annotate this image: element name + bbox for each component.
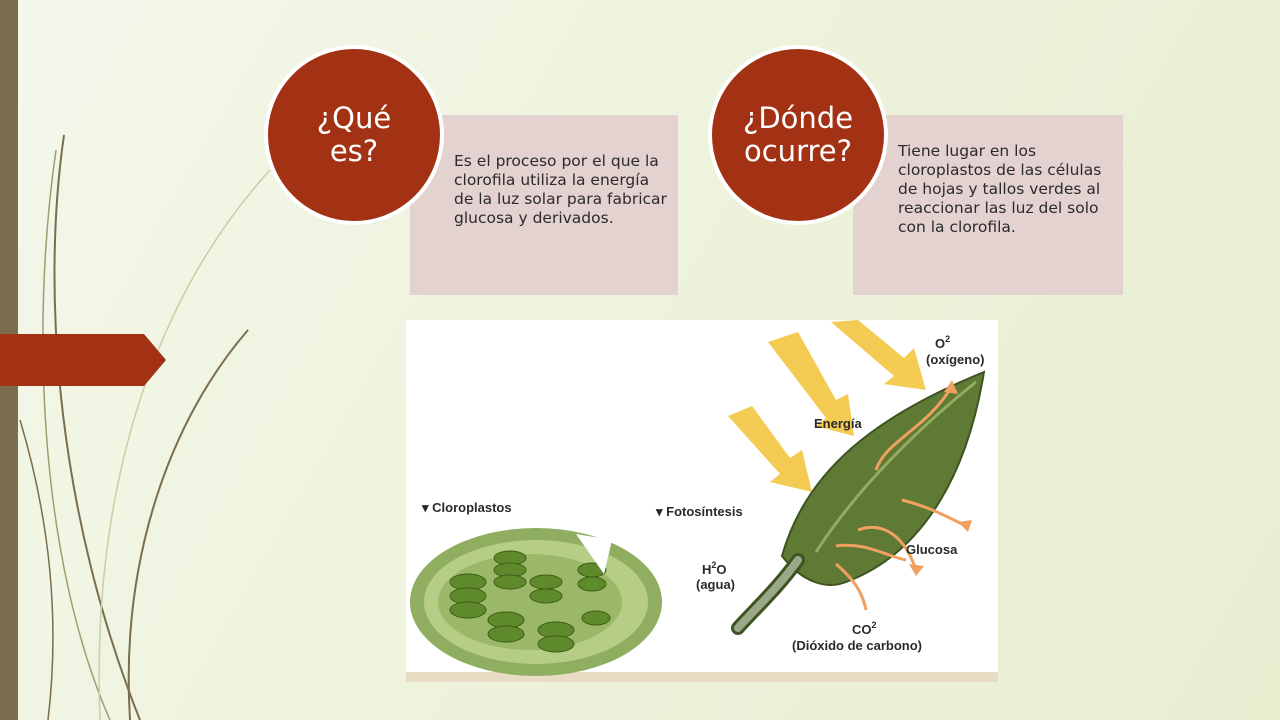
chloroplast-illustration [410,528,662,676]
card-what-is-text: Es el proceso por el que la clorofila ut… [454,152,667,227]
label-energy: Energía [814,416,862,431]
label-co2: (Dióxido de carbono) [792,638,922,653]
label-water: (agua) [696,577,735,592]
heading-circle-where: ¿Dónde ocurre? [708,45,888,225]
decorative-curves [19,134,271,720]
photosynthesis-figure: ▾ Cloroplastos ▾ Fotosíntesis O2 (oxígen… [406,320,998,682]
label-co2-formula: CO2 [852,620,877,637]
label-oxygen-formula: O2 [935,334,950,351]
sunlight-arrows [728,320,926,492]
label-water-formula: H2O [702,560,727,577]
label-oxygen: (oxígeno) [926,352,985,367]
flow-arrowheads [909,380,972,576]
heading-where: ¿Dónde ocurre? [742,101,854,168]
label-chloroplasts-text: ▾ Cloroplastos [421,500,512,515]
label-glucose: Glucosa [906,542,958,557]
card-where-text: Tiene lugar en los cloroplastos de las c… [898,142,1102,236]
heading-circle-what-is: ¿Qué es? [264,45,444,225]
red-tab-marker [0,334,166,386]
figure-bottom-band [406,672,998,682]
label-photosynthesis-text: ▾ Fotosíntesis [655,504,743,519]
leaf-illustration [731,370,986,635]
heading-what-is: ¿Qué es? [316,101,392,168]
photosynthesis-illustration: ▾ Cloroplastos ▾ Fotosíntesis O2 (oxígen… [406,320,998,682]
card-what-is [410,115,678,295]
card-where [853,115,1123,295]
